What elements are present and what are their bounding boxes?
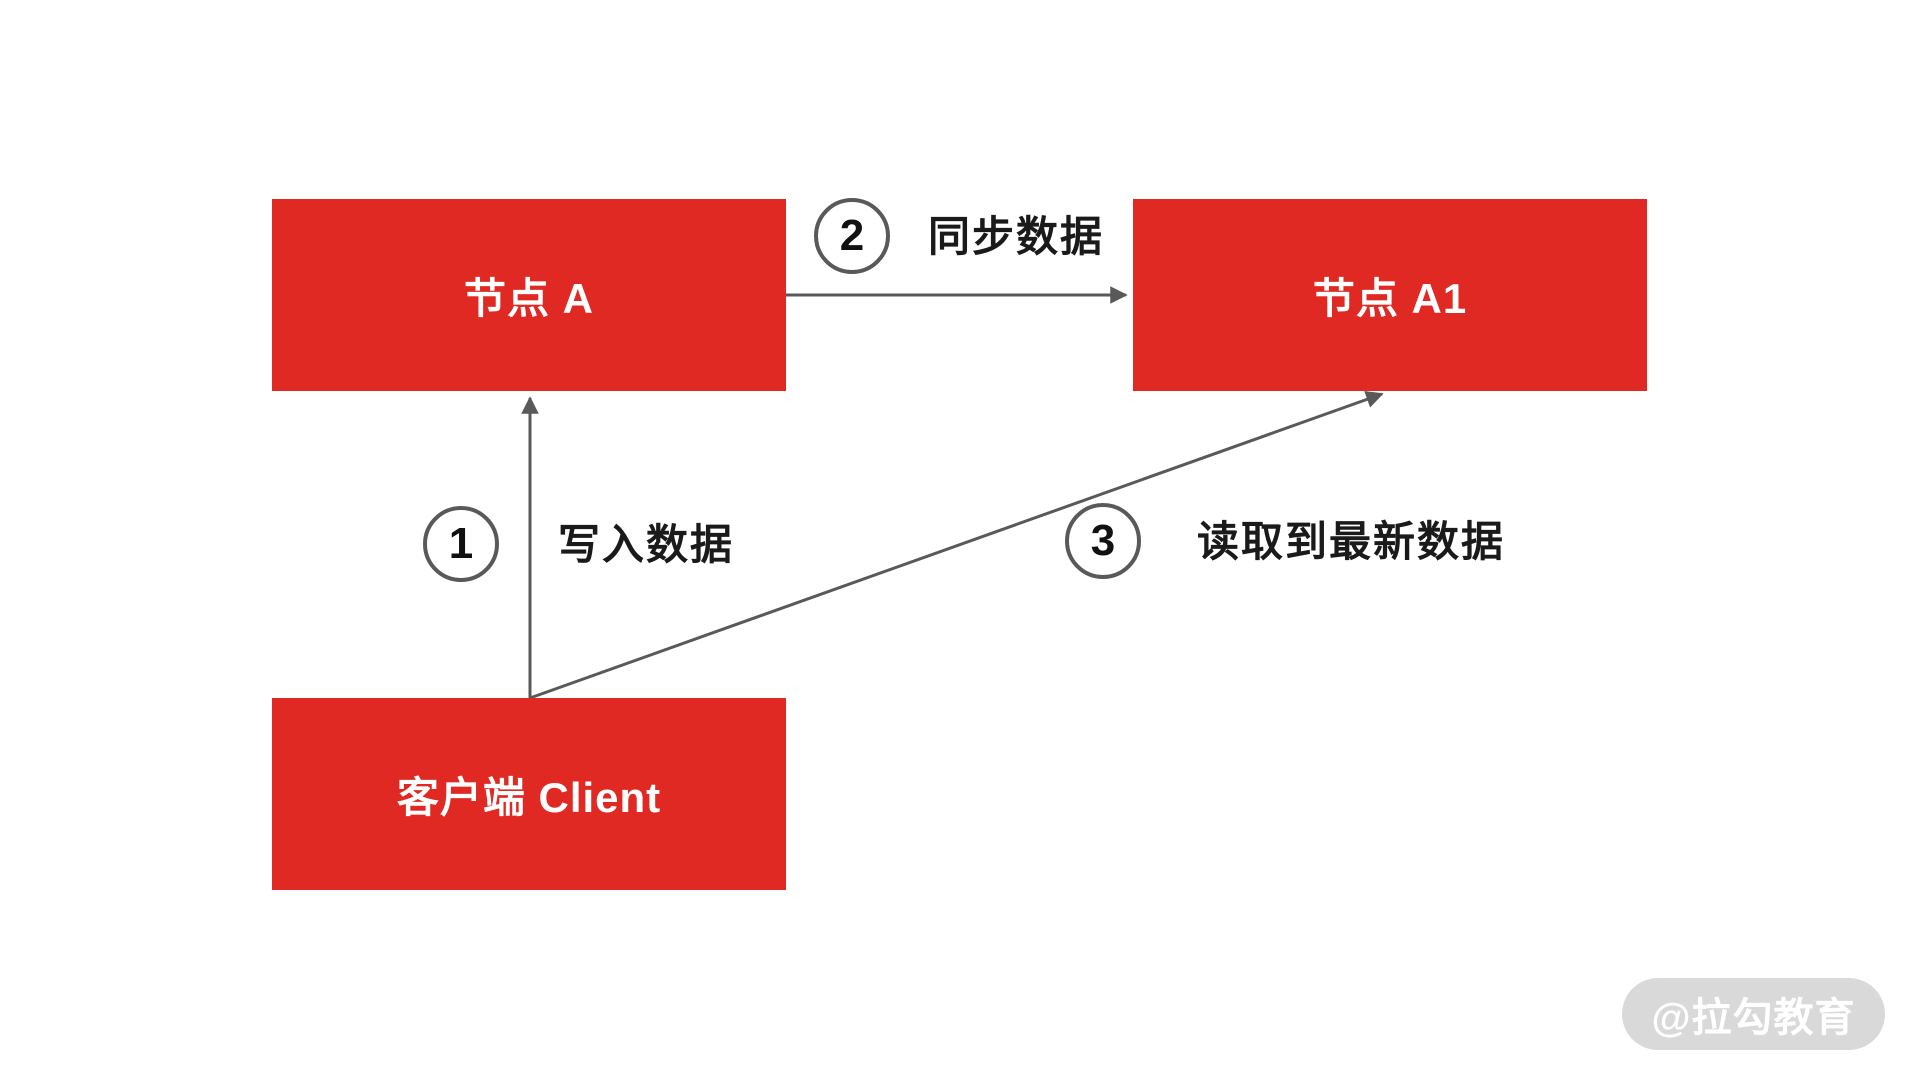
client-box: 客户端 Client (272, 698, 786, 890)
step-3-number: 3 (1090, 516, 1116, 565)
node-a1-box: 节点 A1 (1133, 199, 1647, 391)
step-3-badge: 3 (1065, 503, 1141, 579)
step-3-label: 读取到最新数据 (1197, 518, 1506, 565)
client-label: 客户端 Client (396, 773, 662, 821)
node-a-label: 节点 A (463, 274, 594, 322)
step-2-badge: 2 (814, 198, 890, 274)
step-2-number: 2 (839, 211, 865, 260)
step-2-label: 同步数据 (928, 213, 1105, 260)
step-1-label: 写入数据 (558, 521, 735, 568)
watermark-badge: @拉勾教育 (1622, 978, 1885, 1050)
read-data-arrow (529, 391, 1384, 700)
step-1-number: 1 (448, 519, 474, 568)
watermark-text: @拉勾教育 (1651, 996, 1856, 1040)
node-a-box: 节点 A (272, 199, 786, 391)
step-1-badge: 1 (423, 506, 499, 582)
node-a1-label: 节点 A1 (1312, 274, 1468, 322)
